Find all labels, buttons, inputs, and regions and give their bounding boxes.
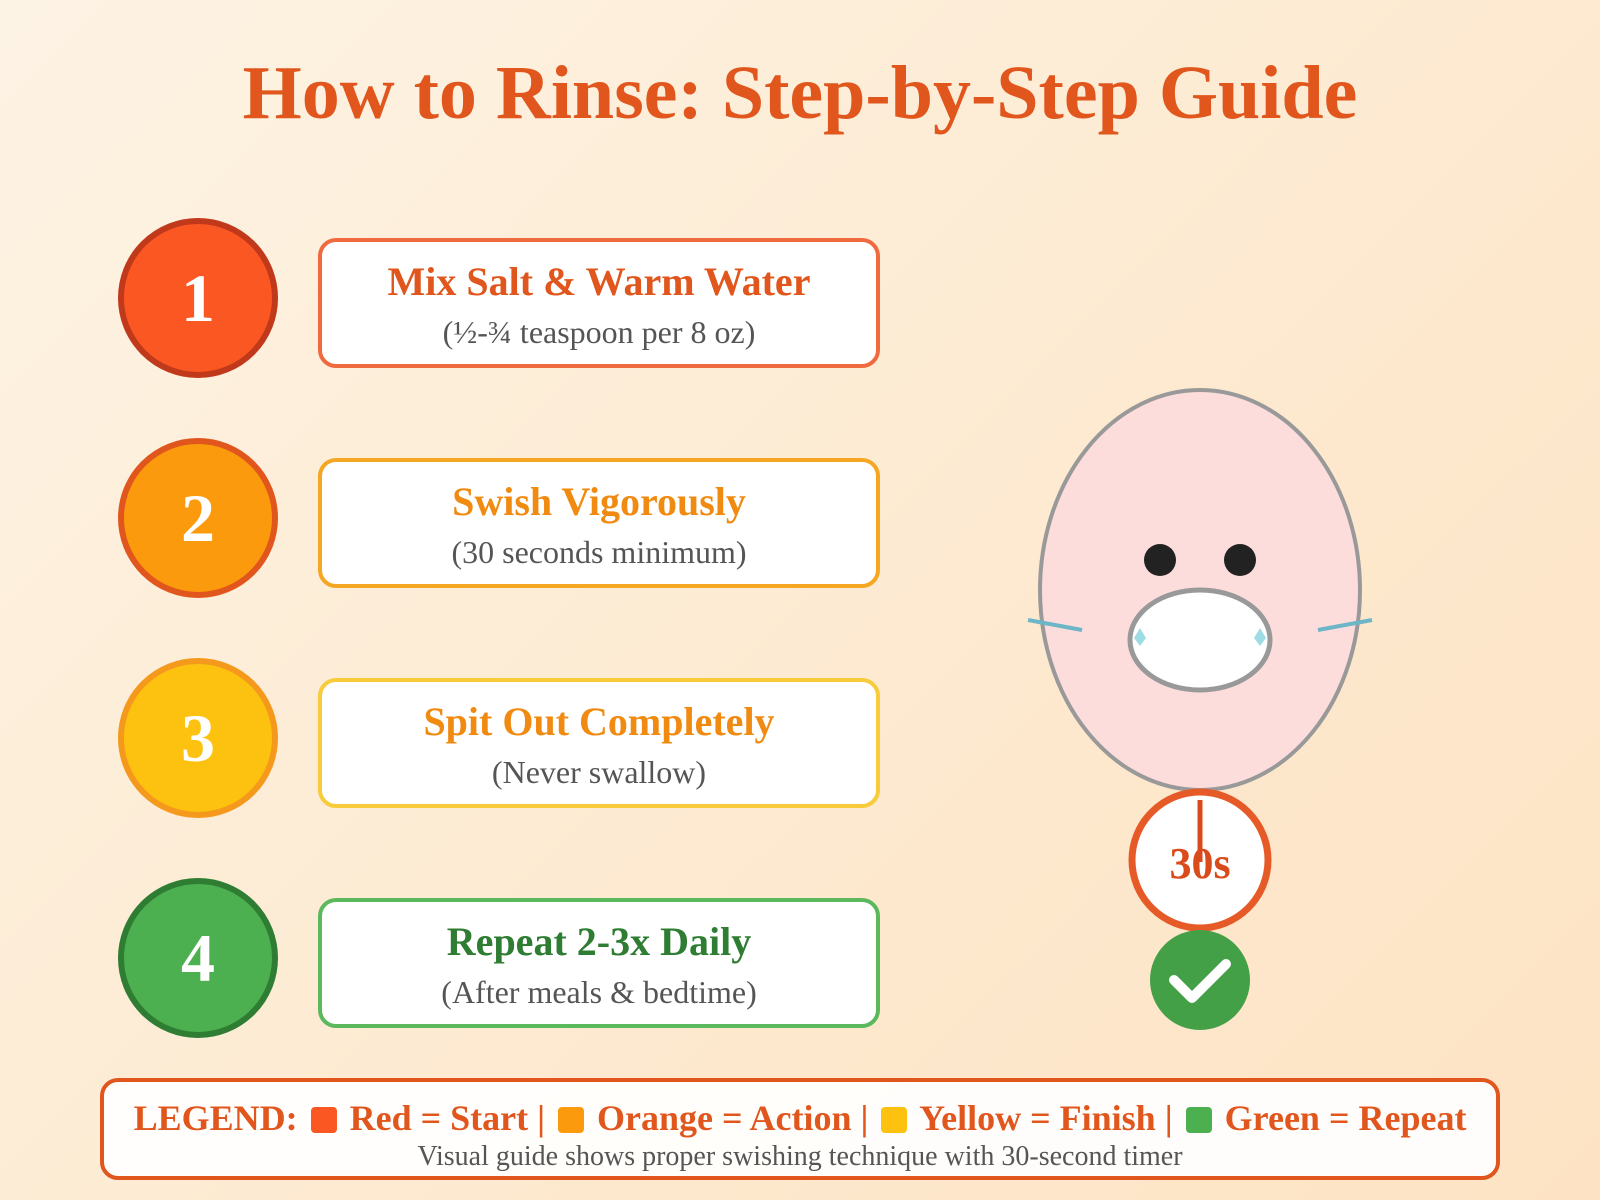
step-4-number: 4 bbox=[181, 919, 215, 996]
step-4-title: Repeat 2-3x Daily bbox=[446, 919, 752, 964]
legend-prefix: LEGEND: bbox=[133, 1098, 298, 1138]
swishing-face-illustration: 30s bbox=[1027, 388, 1373, 1030]
step-3-title: Spit Out Completely bbox=[423, 699, 775, 744]
legend-item-red: Red = Start bbox=[349, 1098, 529, 1138]
step-3-circle: 3 bbox=[118, 658, 278, 818]
left-eye-icon bbox=[1144, 544, 1176, 576]
step-2-card: Swish Vigorously (30 seconds minimum) bbox=[318, 458, 880, 588]
legend-item-orange: Orange = Action bbox=[597, 1098, 852, 1138]
step-4-subtitle: (After meals & bedtime) bbox=[441, 974, 757, 1010]
page-title: How to Rinse: Step-by-Step Guide bbox=[242, 51, 1358, 135]
step-1-number: 1 bbox=[181, 259, 215, 336]
step-1-card: Mix Salt & Warm Water (½-¾ teaspoon per … bbox=[318, 238, 880, 368]
legend-separator: | bbox=[1164, 1098, 1173, 1138]
legend-separator: | bbox=[537, 1098, 546, 1138]
legend-line: LEGEND: Red = Start | Orange = Action | … bbox=[0, 1096, 1600, 1140]
step-4-circle: 4 bbox=[118, 878, 278, 1038]
legend-separator: | bbox=[860, 1098, 869, 1138]
legend-caption: Visual guide shows proper swishing techn… bbox=[417, 1141, 1183, 1172]
step-1-circle: 1 bbox=[118, 218, 278, 378]
swish-line-icon bbox=[1317, 618, 1373, 632]
water-drop-icon bbox=[1134, 628, 1146, 646]
green-square-icon bbox=[1185, 1107, 1212, 1133]
timer-label: 30s bbox=[1169, 839, 1230, 888]
step-4-card: Repeat 2-3x Daily (After meals & bedtime… bbox=[318, 898, 880, 1028]
right-eye-icon bbox=[1224, 544, 1256, 576]
checkmark-icon bbox=[1169, 959, 1231, 1003]
step-2-subtitle: (30 seconds minimum) bbox=[451, 534, 747, 570]
puffed-mouth-icon bbox=[1127, 587, 1273, 693]
yellow-square-icon bbox=[881, 1107, 908, 1133]
legend-item-green: Green = Repeat bbox=[1224, 1098, 1467, 1138]
swish-line-icon bbox=[1027, 618, 1083, 632]
orange-square-icon bbox=[558, 1107, 585, 1133]
step-2-number: 2 bbox=[181, 479, 215, 556]
water-drop-icon bbox=[1254, 628, 1266, 646]
step-2-title: Swish Vigorously bbox=[452, 479, 746, 524]
step-2-circle: 2 bbox=[118, 438, 278, 598]
step-1-title: Mix Salt & Warm Water bbox=[387, 259, 811, 304]
red-square-icon bbox=[310, 1107, 337, 1133]
legend-item-yellow: Yellow = Finish bbox=[919, 1098, 1156, 1138]
step-3-card: Spit Out Completely (Never swallow) bbox=[318, 678, 880, 808]
step-3-number: 3 bbox=[181, 699, 215, 776]
step-3-subtitle: (Never swallow) bbox=[491, 754, 707, 790]
step-1-subtitle: (½-¾ teaspoon per 8 oz) bbox=[442, 314, 756, 350]
check-badge-icon bbox=[1150, 930, 1250, 1030]
